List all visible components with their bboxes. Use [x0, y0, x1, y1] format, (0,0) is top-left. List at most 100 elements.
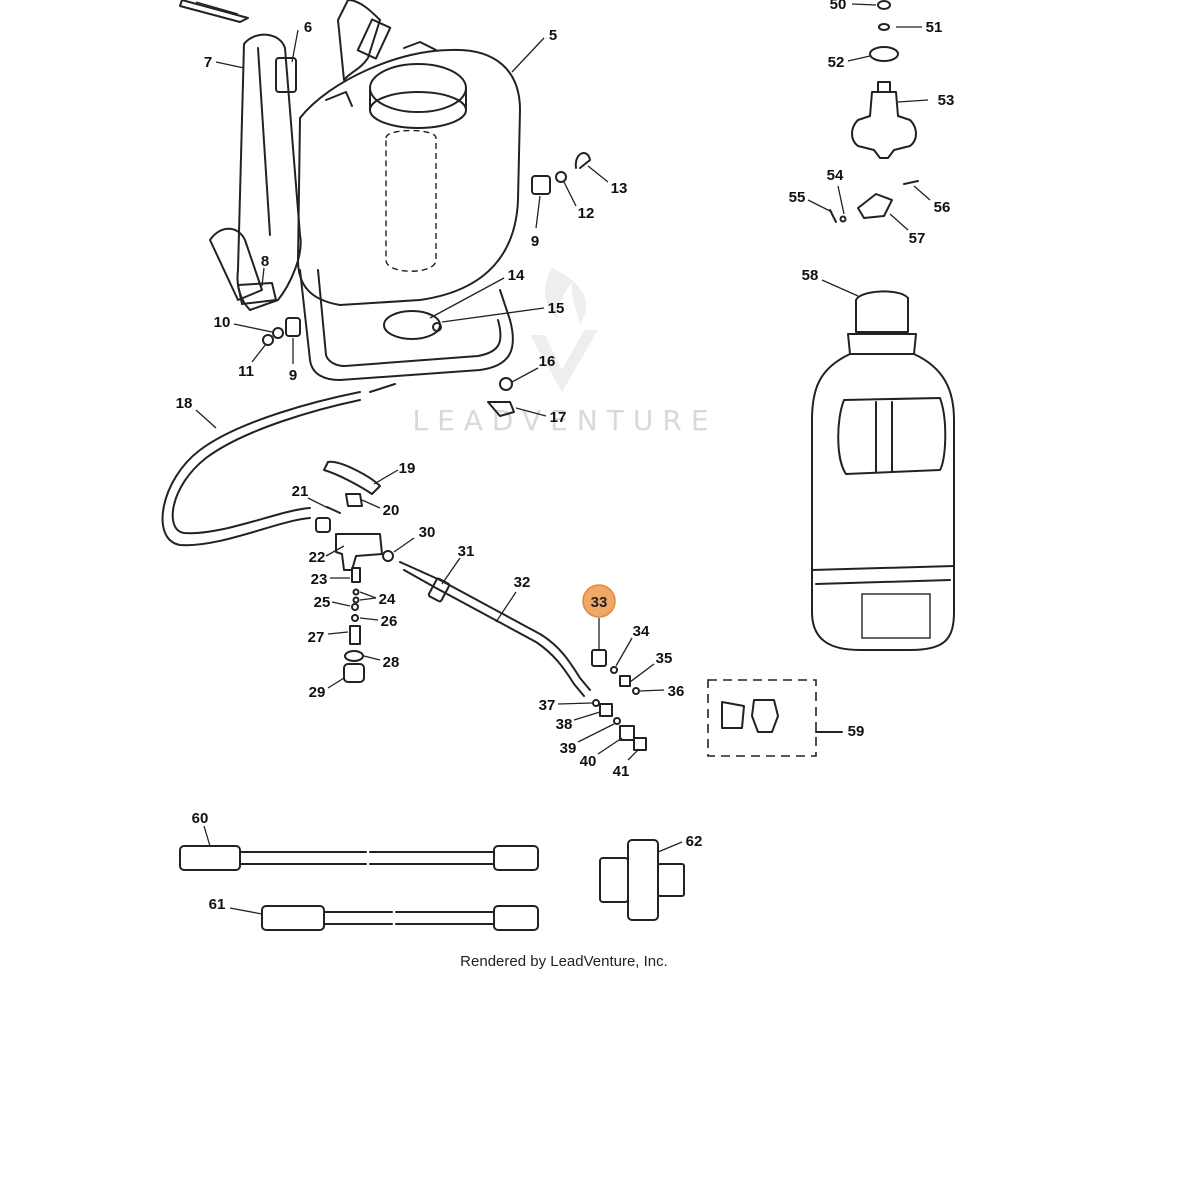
- washer-part-30: [382, 550, 394, 562]
- oring-part-24a: [352, 588, 360, 596]
- callout-label: 22: [309, 549, 326, 566]
- callout-label: 21: [292, 483, 309, 500]
- callout-label: 40: [580, 753, 597, 770]
- spring-part-27: [349, 625, 361, 645]
- callout-label: 55: [789, 189, 806, 206]
- callout-label: 28: [383, 654, 400, 671]
- callout-label: 17: [550, 409, 567, 426]
- callout-label: 13: [611, 180, 628, 197]
- cylinder-cap: [855, 290, 909, 333]
- callout-label: 15: [548, 300, 565, 317]
- nozzle-flat-tip: [721, 701, 745, 729]
- callout-label: 7: [204, 54, 212, 71]
- callout-label: 23: [311, 571, 328, 588]
- washer-part-54: [839, 215, 847, 223]
- washer-part-12: [555, 171, 567, 183]
- nut-part-29: [343, 663, 365, 683]
- callout-label: 31: [458, 543, 475, 560]
- nozzle-kit-box: [707, 679, 817, 757]
- callout-label: 53: [938, 92, 955, 109]
- callout-label: 14: [508, 267, 525, 284]
- callout-label: 35: [656, 650, 673, 667]
- callout-label: 8: [261, 253, 269, 270]
- pin-part-56: [903, 180, 919, 185]
- callout-label: 29: [309, 684, 326, 701]
- callout-label: 10: [214, 314, 231, 331]
- valve-part-53: [851, 91, 917, 159]
- callout-label: 36: [668, 683, 685, 700]
- callout-labels: 6 5 7 8 9 9 10 11 12 13 14 15 16 17 18 1…: [176, 0, 955, 915]
- strap-end-part: [179, 0, 249, 23]
- washer-part-11: [262, 334, 274, 346]
- fitting-part-9-upper: [531, 175, 551, 195]
- highlight-label[interactable]: 33: [591, 594, 608, 611]
- strap-buckle-part-6: [275, 57, 297, 93]
- oring-part-52: [869, 46, 899, 62]
- washer-part-25: [351, 603, 359, 611]
- fitting-hose-end: [315, 517, 331, 533]
- valve-assembly-group: [315, 460, 394, 683]
- callout-label: 6: [304, 19, 312, 36]
- callout-label: 54: [827, 167, 844, 184]
- clip-part-13: [574, 152, 591, 169]
- oring-part-51: [878, 23, 890, 31]
- extension-coupler-60: [179, 845, 241, 871]
- pump-screw-part-15: [432, 322, 442, 332]
- pump-cylinder-group: [811, 0, 955, 651]
- cylinder-window: [837, 397, 947, 475]
- highlight-circle[interactable]: [582, 584, 616, 618]
- pump-base-part-14: [383, 310, 441, 340]
- leadventure-logo-icon: [530, 268, 598, 392]
- callout-label: 60: [192, 810, 209, 827]
- callout-label: 61: [209, 896, 226, 913]
- valve-stem-part-23: [351, 567, 361, 583]
- callout-label: 16: [539, 353, 556, 370]
- nozzle-kit-group-59: [707, 679, 843, 757]
- washer-part-34: [610, 666, 618, 674]
- callout-label: 38: [556, 716, 573, 733]
- tank-opening: [369, 63, 467, 113]
- nozzle-cone-tip: [751, 699, 779, 733]
- valve-body-part-22: [335, 533, 383, 571]
- cap-part-33: [591, 649, 607, 667]
- washer-part-10: [272, 327, 284, 339]
- callout-label: 5: [549, 27, 557, 44]
- strap-buckle-part-8: [237, 282, 277, 305]
- wand-part-32: [399, 561, 591, 691]
- callout-label: 37: [539, 697, 556, 714]
- oring-part-37: [592, 699, 600, 707]
- nut-part-16: [499, 377, 513, 391]
- callout-label: 58: [802, 267, 819, 284]
- pin-part-21: [326, 506, 341, 514]
- callout-label: 9: [289, 367, 297, 384]
- oring-part-36: [632, 687, 640, 695]
- callout-label: 26: [381, 613, 398, 630]
- callout-label: 50: [830, 0, 847, 13]
- adapter-part-40: [619, 725, 635, 741]
- callout-label: 12: [578, 205, 595, 222]
- wand-assembly-group: [399, 561, 647, 751]
- tank-filter-hidden: [385, 129, 437, 272]
- watermark-text: LEADVENTURE: [412, 404, 717, 437]
- hose-part-18: [161, 391, 361, 547]
- fitting-part-9-lower: [285, 317, 301, 337]
- clip-part-20: [345, 493, 363, 507]
- callout-label: 52: [828, 54, 845, 71]
- callout-label: 9: [531, 233, 539, 250]
- tip-part-41: [633, 737, 647, 751]
- strap-buckle-right: [356, 18, 392, 60]
- extension-group: [179, 839, 685, 931]
- lower-strap: [209, 227, 263, 301]
- tank-body-part-5: [297, 48, 521, 306]
- callout-label: 24: [379, 591, 396, 608]
- callout-label: 62: [686, 833, 703, 850]
- callout-label: 57: [909, 230, 926, 247]
- callout-label: 59: [848, 723, 865, 740]
- callout-label: 51: [926, 19, 943, 36]
- oring-part-24b: [352, 596, 360, 604]
- callout-label: 18: [176, 395, 193, 412]
- callout-label: 20: [383, 502, 400, 519]
- callout-label: 32: [514, 574, 531, 591]
- callout-label: 11: [238, 363, 254, 380]
- extension-coupler-61: [261, 905, 325, 931]
